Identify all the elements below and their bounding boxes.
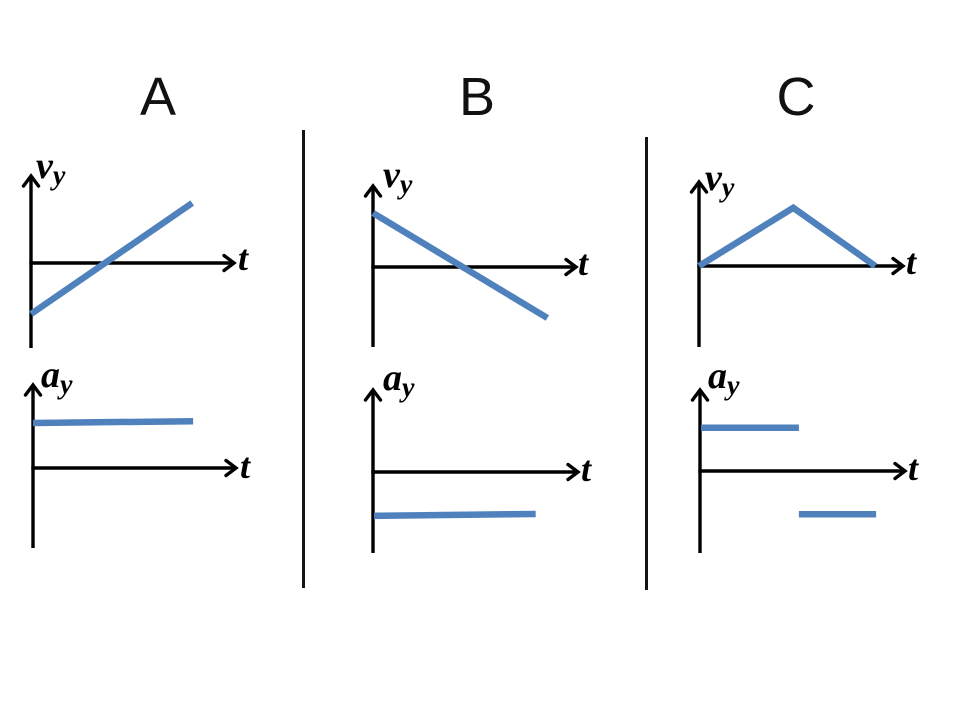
y-axis-arrow-icon: [23, 382, 43, 397]
panel-A-acceleration: [23, 382, 239, 548]
data-line-ay(t): [32, 417, 194, 427]
column-title-c: C: [776, 67, 816, 127]
x-axis-arrow-icon: [566, 462, 581, 482]
x-axis-arrow-icon: [564, 257, 579, 277]
ylabel-base: a: [383, 357, 402, 399]
ylabel-sub: y: [52, 160, 66, 192]
x-axis-arrow-icon: [222, 253, 237, 273]
panel-A-velocity: [21, 173, 237, 348]
data-line-vy(t): [29, 200, 195, 317]
x-axis-label-t-a-top: t: [238, 238, 249, 278]
column-divider-1: [302, 130, 305, 588]
panel-C-velocity: [689, 179, 906, 347]
ylabel-sub: y: [721, 172, 735, 204]
data-line-vy(t): [697, 203, 878, 269]
x-axis-arrow-icon: [893, 461, 908, 481]
y-axis-arrow-icon: [690, 387, 710, 402]
column-title-b: B: [458, 67, 496, 127]
y-axis-label-ay-a: ay: [41, 354, 72, 399]
x-axis-label-t-a-bottom: t: [240, 446, 251, 486]
ylabel-base: v: [705, 157, 722, 199]
data-line-vy(t): [371, 210, 550, 321]
y-axis-label-vy-c: vy: [705, 157, 734, 202]
ylabel-base: v: [36, 145, 53, 187]
y-axis-label-ay-c: ay: [708, 355, 739, 400]
y-axis-arrow-icon: [21, 173, 41, 188]
y-axis-label-vy-a: vy: [36, 145, 65, 190]
x-axis-arrow-icon: [891, 256, 906, 276]
panel-C-acceleration: [690, 387, 908, 553]
x-axis-label-t-c-top: t: [906, 242, 917, 282]
y-axis-arrow-icon: [363, 387, 383, 402]
ylabel-sub: y: [402, 372, 415, 404]
x-axis-label-t-c-bottom: t: [908, 448, 919, 488]
ylabel-base: a: [41, 354, 60, 396]
y-axis-label-ay-b: ay: [383, 357, 414, 402]
y-axis-arrow-icon: [363, 183, 383, 198]
ylabel-sub: y: [399, 169, 413, 201]
column-title-a: A: [139, 67, 177, 127]
x-axis-label-t-b-bottom: t: [581, 449, 592, 489]
x-axis-label-t-b-top: t: [578, 243, 589, 283]
panel-B-acceleration: [363, 387, 581, 553]
ylabel-base: a: [708, 355, 727, 397]
y-axis-label-vy-b: vy: [383, 154, 412, 199]
ylabel-sub: y: [727, 370, 740, 402]
y-axis-arrow-icon: [689, 179, 709, 194]
panel-B-velocity: [363, 183, 579, 347]
ylabel-base: v: [383, 154, 400, 196]
x-axis-arrow-icon: [224, 458, 239, 478]
column-divider-2: [645, 137, 648, 590]
ylabel-sub: y: [60, 369, 73, 401]
data-line-ay(t): [373, 510, 536, 520]
